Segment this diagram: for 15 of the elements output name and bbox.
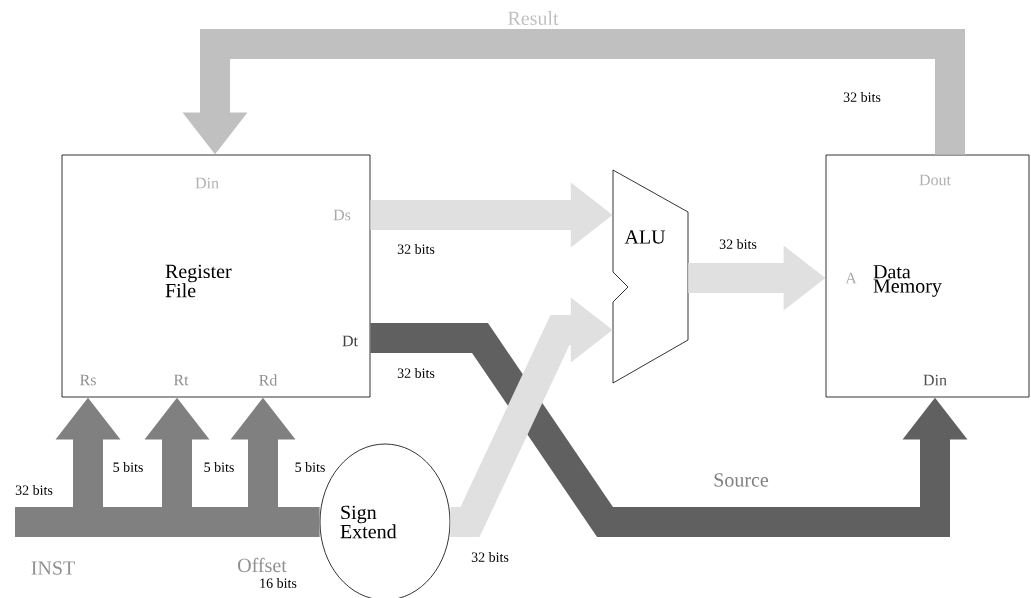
edge-label: Source (714, 473, 769, 487)
edge-label: 32 bits (471, 552, 509, 562)
edge-label: 32 bits (397, 244, 435, 254)
bus-name-label: Offset (238, 557, 287, 573)
bus-width-label: 32 bits (843, 92, 881, 102)
data-memory-box: Dout A Data Memory Din (825, 154, 1030, 398)
bus-name-label: INST (31, 561, 75, 575)
register-file-box: Din Ds Register File Dt Rs Rt Rd (61, 154, 371, 398)
edge-label: 16 bits (260, 578, 297, 588)
edge-label: 32 bits (719, 239, 757, 249)
edge-label: Result (508, 10, 559, 26)
edge-label: 5 bits (204, 462, 234, 472)
edge-label: 5 bits (113, 462, 143, 472)
bus-width-label: 32 bits (397, 368, 435, 378)
bus-width-label: 32 bits (15, 485, 53, 495)
